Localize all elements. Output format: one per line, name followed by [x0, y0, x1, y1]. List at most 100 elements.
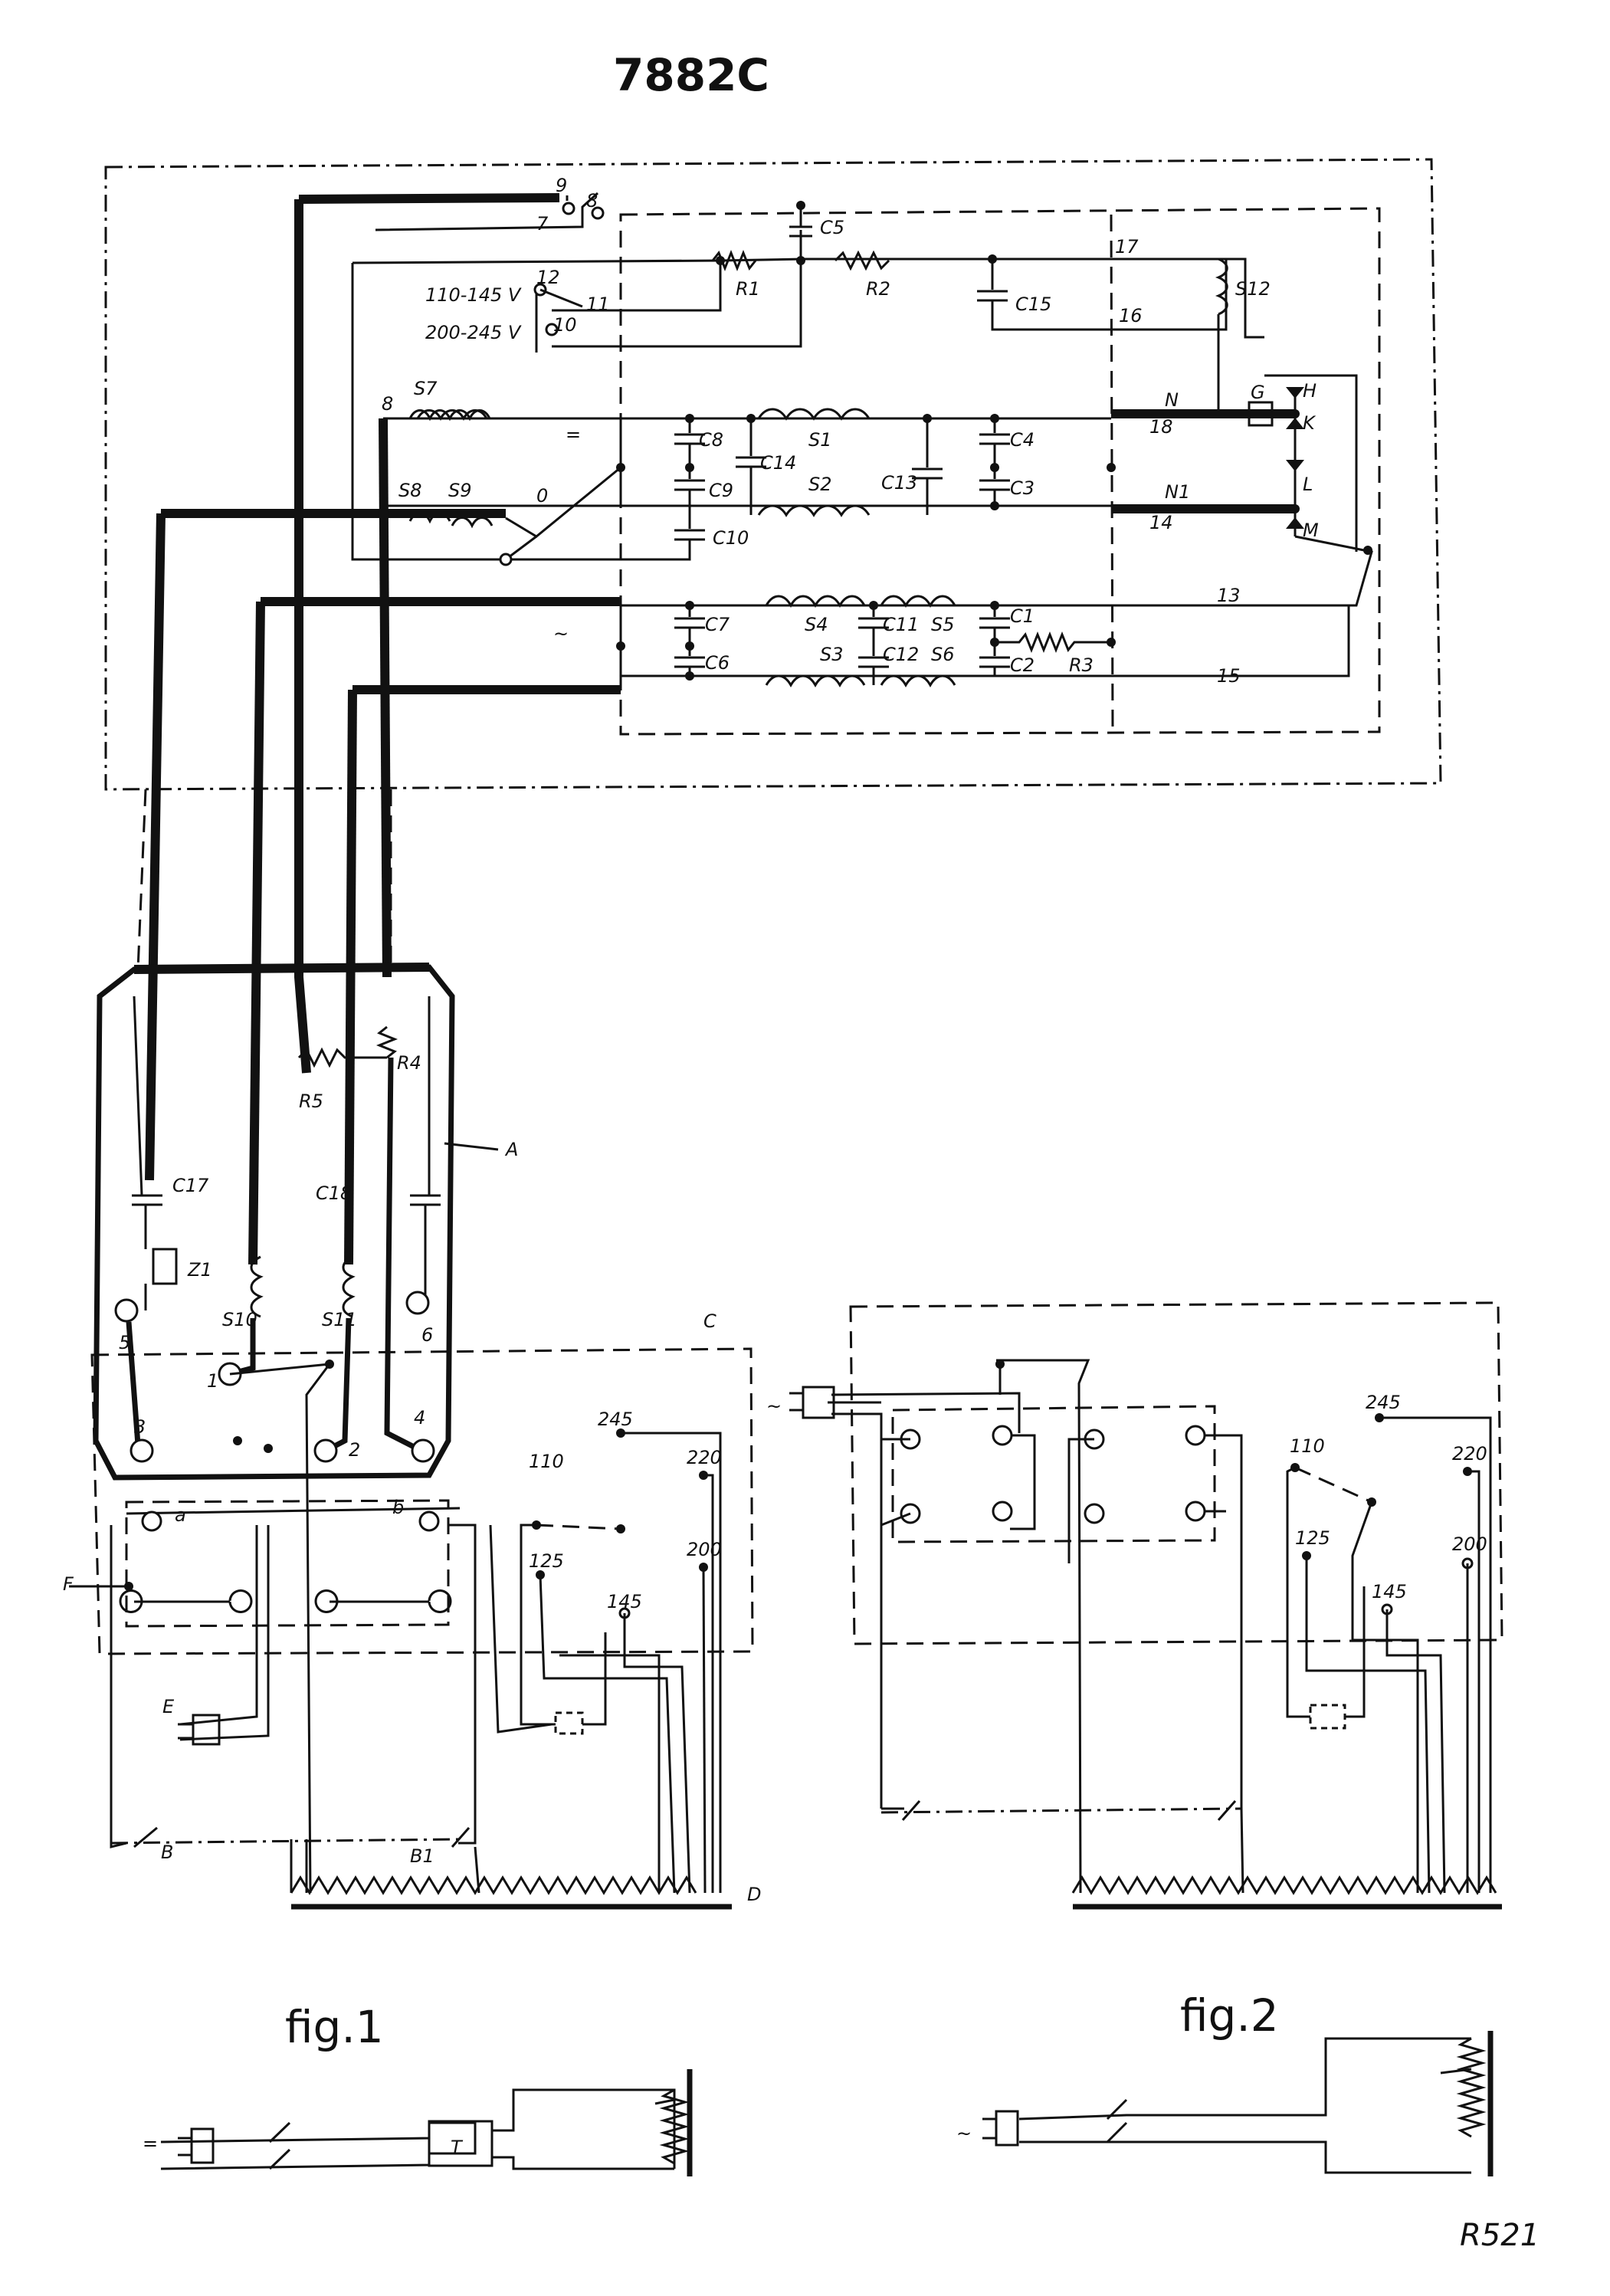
tap-220-fig2: 220: [1452, 1443, 1487, 1465]
label-c5: C5: [820, 217, 844, 238]
label-c1: C1: [1010, 605, 1035, 627]
label-t3: 3: [134, 1416, 146, 1438]
tap-125-fig1: 125: [529, 1550, 564, 1572]
label-n1: N1: [1165, 481, 1190, 503]
fig1-label: fig.1: [285, 2001, 384, 2053]
label-r4: R4: [397, 1052, 421, 1074]
label-l: L: [1303, 474, 1313, 495]
label-s3: S3: [820, 644, 844, 665]
label-t6: 6: [421, 1324, 433, 1346]
tap-145-fig2: 145: [1372, 1581, 1407, 1602]
label-t5: 5: [119, 1332, 130, 1353]
label-z1: Z1: [187, 1259, 212, 1281]
label-t11: 11: [586, 294, 610, 315]
label-t17: 17: [1115, 236, 1139, 257]
ac-symbol: ~: [553, 623, 569, 645]
label-t-block: T: [451, 2137, 464, 2158]
label-t13: 13: [1217, 585, 1241, 606]
label-t10: 10: [553, 314, 577, 336]
tap-110-fig2: 110: [1290, 1435, 1325, 1457]
label-s10: S10: [222, 1309, 257, 1330]
ac-symbol-fig2: ~: [766, 1396, 782, 1417]
label-c6: C6: [705, 652, 730, 674]
label-s6: S6: [931, 644, 955, 665]
label-s5: S5: [931, 614, 955, 635]
label-off: 0: [536, 485, 548, 507]
label-s8: S8: [398, 480, 422, 501]
label-t9: 9: [556, 175, 567, 196]
label-c: C: [703, 1310, 716, 1332]
tap-220-fig1: 220: [687, 1447, 722, 1468]
label-c17: C17: [172, 1175, 209, 1196]
label-t8: 8: [586, 190, 598, 212]
label-t1: 1: [207, 1370, 218, 1392]
label-r5: R5: [299, 1091, 323, 1112]
label-n: N: [1165, 389, 1179, 411]
label-c13: C13: [881, 472, 917, 494]
label-b: B: [161, 1842, 173, 1863]
dc-symbol-fig1: =: [143, 2133, 158, 2154]
label-f: F: [63, 1573, 74, 1595]
label-a-term: a: [175, 1504, 186, 1526]
label-s4: S4: [805, 614, 828, 635]
label-m: M: [1303, 520, 1319, 541]
label-g: G: [1251, 382, 1265, 403]
high-range-label: 200-245 V: [425, 322, 522, 343]
label-s12: S12: [1235, 278, 1271, 300]
label-c8: C8: [699, 429, 723, 451]
label-d: D: [747, 1884, 761, 1905]
fig2-wiring: [789, 1301, 1503, 1910]
tap-200-fig2: 200: [1452, 1533, 1487, 1555]
label-c11: C11: [883, 614, 919, 635]
label-s2: S2: [808, 474, 832, 495]
tap-110-fig1: 110: [529, 1451, 564, 1472]
label-b-term: b: [392, 1497, 404, 1518]
low-range-label: 110-145 V: [425, 284, 522, 306]
document-title: 7882C: [613, 49, 769, 101]
label-s9: S9: [448, 480, 472, 501]
label-s1: S1: [808, 429, 832, 451]
fig1-block: [160, 2069, 693, 2176]
label-c3: C3: [1010, 477, 1035, 499]
label-r1: R1: [736, 278, 760, 300]
label-t7: 7: [536, 213, 549, 235]
filter-unit: [104, 158, 1442, 1265]
ac-symbol-fig2-block: ~: [956, 2123, 972, 2144]
label-t2: 2: [349, 1439, 360, 1461]
dc-symbol: =: [566, 424, 581, 445]
tap-200-fig1: 200: [687, 1539, 722, 1560]
label-h: H: [1303, 380, 1317, 402]
label-t12: 12: [536, 267, 560, 288]
label-e: E: [162, 1696, 175, 1717]
label-c15: C15: [1015, 294, 1051, 315]
label-s11: S11: [322, 1309, 357, 1330]
fig2-block: [982, 2031, 1494, 2176]
label-c7: C7: [705, 614, 730, 635]
label-t18: 18: [1149, 416, 1173, 438]
label-t16: 16: [1119, 305, 1143, 326]
label-c4: C4: [1010, 429, 1035, 451]
label-r3: R3: [1069, 654, 1094, 676]
label-a: A: [504, 1139, 518, 1160]
label-s7: S7: [414, 378, 438, 399]
fig2-label: fig.2: [1180, 1989, 1279, 2042]
label-t14: 14: [1149, 512, 1173, 533]
label-c18: C18: [316, 1182, 352, 1204]
assembly-a: [93, 789, 499, 1894]
tap-125-fig2: 125: [1295, 1527, 1330, 1549]
tap-145-fig1: 145: [607, 1591, 642, 1612]
label-k: K: [1303, 412, 1317, 434]
label-r2: R2: [866, 278, 890, 300]
fig1-wiring: [69, 1347, 754, 1910]
label-c14: C14: [760, 452, 796, 474]
label-b1: B1: [410, 1845, 434, 1867]
tap-245-fig2: 245: [1366, 1392, 1401, 1413]
label-t15: 15: [1217, 665, 1241, 687]
label-c2: C2: [1010, 654, 1035, 676]
label-c12: C12: [883, 644, 919, 665]
label-c10: C10: [713, 527, 749, 549]
labels: 9 8 7 12 11 10 110-145 V 200-245 V C5 R1…: [63, 175, 1540, 2253]
label-c9: C9: [709, 480, 733, 501]
